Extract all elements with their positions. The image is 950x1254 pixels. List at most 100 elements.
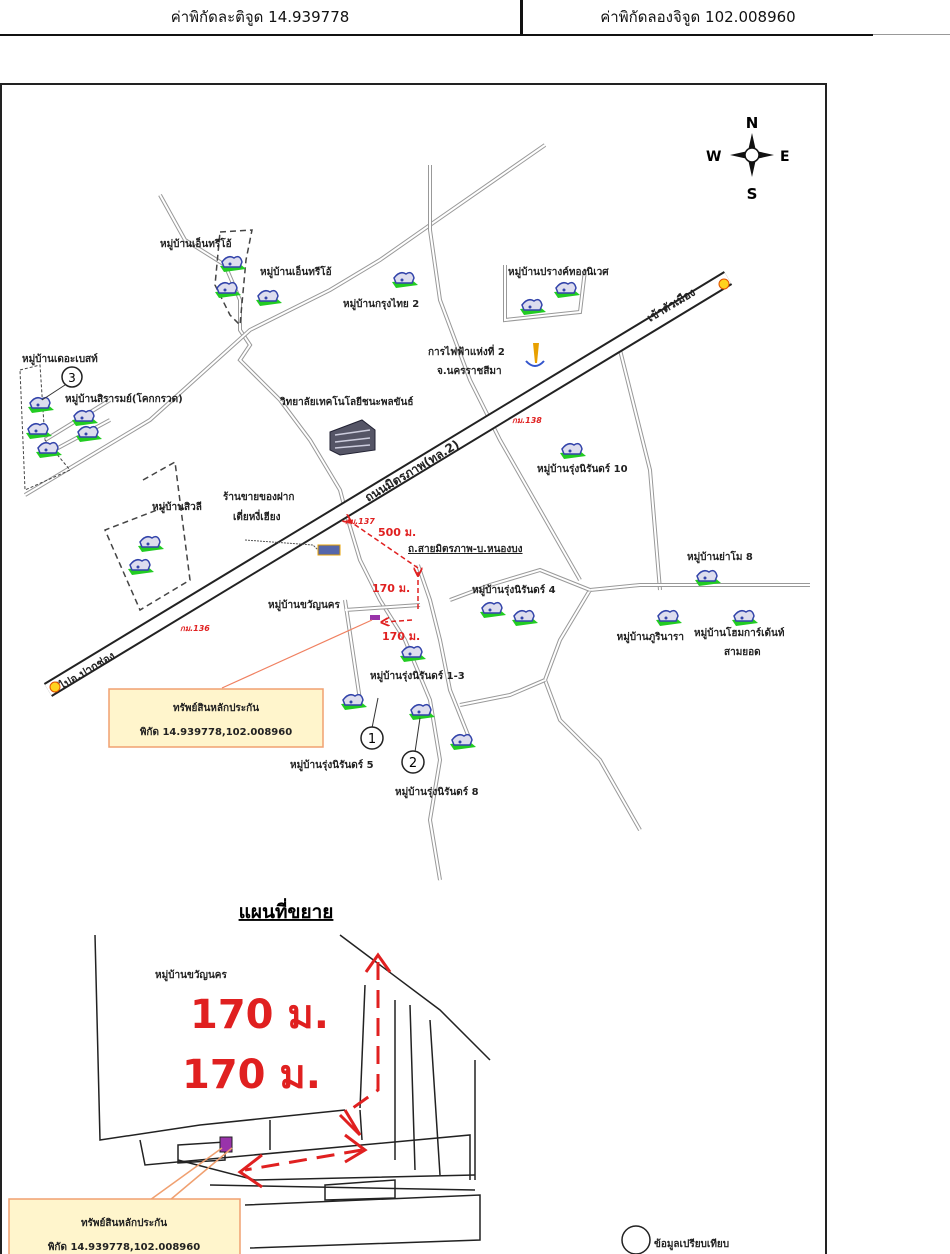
inset-distance-1: 170 ม. <box>190 992 329 1038</box>
label-siram: หมู่บ้านสิรารมย์(โคกกรวด) <box>65 392 183 406</box>
house-icon <box>695 569 721 586</box>
label-the-best: หมู่บ้านเดอะเบสท์ <box>22 353 98 366</box>
label-rung5: หมู่บ้านรุ่งนิรันดร์ 5 <box>290 759 374 772</box>
city-marker-icon <box>718 278 730 290</box>
road <box>459 678 546 707</box>
comparable-legend-icon <box>621 1225 651 1254</box>
label-side-road: ถ.สายมิตรภาพ-บ.หนองบง <box>408 543 523 555</box>
house-icon <box>480 601 506 618</box>
house-icon <box>72 409 98 426</box>
label-rung4: หมู่บ้านรุ่งนิรันดร์ 4 <box>472 584 556 597</box>
road <box>347 519 442 881</box>
house-icon <box>656 609 682 626</box>
house-icon <box>560 442 586 459</box>
compass-icon: N S E W <box>706 114 790 203</box>
college-building-icon <box>329 419 376 456</box>
house-icon <box>28 396 54 413</box>
shop-icon <box>317 544 341 556</box>
inset-distance-2: 170 ม. <box>182 1052 321 1098</box>
comparable-1: 1 <box>368 732 376 747</box>
inset-title: แผนที่ขยาย <box>239 898 334 923</box>
latitude-cell: ค่าพิกัดละติจูด 14.939778 <box>0 0 523 36</box>
inset-distance-arrows <box>244 962 380 1172</box>
callout-leader <box>221 619 373 689</box>
road <box>459 679 546 706</box>
house-icon <box>220 255 246 272</box>
house-icon <box>554 281 580 298</box>
km138-label: กม.138 <box>512 416 542 425</box>
house-icon <box>76 425 102 442</box>
inset-roads <box>94 934 491 1249</box>
inset-collateral-marker <box>219 1136 233 1153</box>
house-icon <box>341 693 367 710</box>
comparable-markers: 1 2 3 <box>41 366 425 774</box>
callout-title: ทรัพย์สินหลักประกัน <box>173 702 259 714</box>
inset-collateral-callout: ทรัพย์สินหลักประกัน พิกัด 14.939778,102.… <box>8 1198 241 1254</box>
roads <box>23 143 810 881</box>
comparable-2: 2 <box>409 756 417 771</box>
longitude-cell: ค่าพิกัดลองจิจูด 102.008960 <box>523 0 873 36</box>
label-shop-2: เตี่ยหงี่เฮียง <box>233 509 281 523</box>
distance-170-b: 170 ม. <box>382 630 420 643</box>
road <box>589 584 810 591</box>
house-icon <box>732 609 758 626</box>
label-yamo8: หมู่บ้านย่าโม 8 <box>687 550 753 564</box>
label-pea-1: การไฟฟ้าแห่งที่ 2 <box>428 344 505 358</box>
km136-label: กม.136 <box>180 624 210 633</box>
label-en-three-o-b: หมู่บ้านเอ็นทรีโอ้ <box>260 264 332 279</box>
collateral-marker <box>370 615 380 620</box>
distance-500: 500 ม. <box>378 526 416 539</box>
house-icon <box>36 441 62 458</box>
distance-arrows <box>348 520 418 622</box>
inset-village-label: หมู่บ้านขวัญนคร <box>155 969 227 982</box>
highway <box>43 271 733 697</box>
road <box>159 194 349 521</box>
road <box>504 265 586 322</box>
house-icon <box>215 281 241 298</box>
house-icon <box>512 609 538 626</box>
label-pea-2: จ.นครราชสีมา <box>437 365 502 377</box>
label-siwalee: หมู่บ้านสิวลี <box>152 501 202 514</box>
label-college: วิทยาลัยเทคโนโลยีชนะพลขันธ์ <box>280 395 414 408</box>
house-icon <box>520 298 546 315</box>
comparable-3: 3 <box>68 371 76 385</box>
distance-170-a: 170 ม. <box>372 582 410 595</box>
label-homegarden-2: สามยอด <box>724 647 761 658</box>
legend-comparable-label: ข้อมูลเปรียบเทียบ <box>654 1238 729 1251</box>
label-phurinara: หมู่บ้านภูรินารา <box>617 631 684 644</box>
road <box>619 349 661 591</box>
road <box>542 588 642 831</box>
label-khwan: หมู่บ้านขวัญนคร <box>268 599 340 612</box>
compass-w: W <box>706 149 721 165</box>
house-icon <box>409 703 435 720</box>
compass-n: N <box>746 114 759 132</box>
compass-e: E <box>780 149 790 165</box>
label-rung8: หมู่บ้านรุ่งนิรันดร์ 8 <box>395 786 479 799</box>
road <box>543 589 641 831</box>
road <box>449 568 591 601</box>
callout-coords: พิกัด 14.939778,102.008960 <box>140 726 292 738</box>
label-krungthai2: หมู่บ้านกรุงไทย 2 <box>343 297 419 311</box>
label-rung10: หมู่บ้านรุ่งนิรันดร์ 10 <box>537 463 628 476</box>
legend: ข้อมูลเปรียบเทียบ <box>621 1225 729 1254</box>
house-icon <box>400 645 426 662</box>
longitude-label: ค่าพิกัดลองจิจูด 102.008960 <box>600 8 796 26</box>
label-prangthong: หมู่บ้านปรางค์ทองนิเวศ <box>508 266 609 279</box>
house-icon <box>392 271 418 288</box>
house-icon <box>128 558 154 575</box>
collateral-callout: ทรัพย์สินหลักประกัน พิกัด 14.939778,102.… <box>108 688 324 748</box>
road <box>417 564 471 741</box>
label-homegarden-1: หมู่บ้านโฮมการ์เด้นท์ <box>694 626 785 640</box>
km137-label: กม.137 <box>345 517 375 526</box>
road <box>429 165 581 581</box>
road <box>344 599 421 701</box>
house-icon <box>26 422 52 439</box>
house-icon <box>450 733 476 750</box>
inset-callout-coords: พิกัด 14.939778,102.008960 <box>48 1241 200 1253</box>
shop-leader <box>244 539 319 551</box>
latitude-label: ค่าพิกัดละติจูด 14.939778 <box>170 8 350 26</box>
house-icon <box>138 535 164 552</box>
inset-callout-leader <box>149 1147 223 1201</box>
inset-arrowheads <box>237 952 392 1189</box>
